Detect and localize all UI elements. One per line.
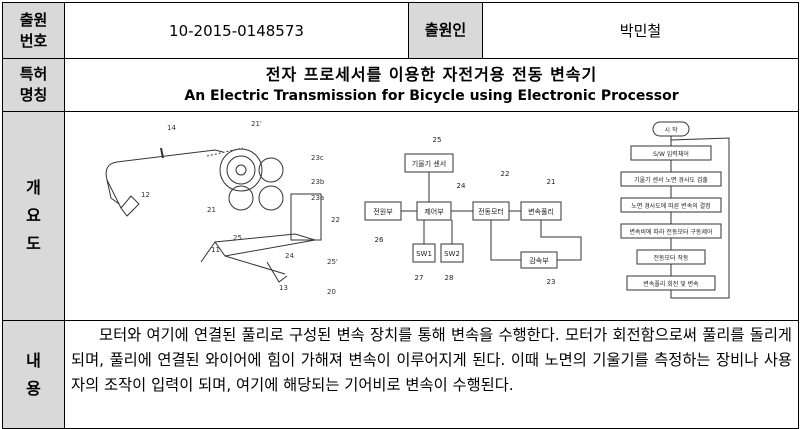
block-label: 전동모터 (478, 207, 504, 216)
fig1-label: 12 (141, 191, 150, 199)
block-number: 26 (375, 236, 384, 244)
fig1-label: 24 (285, 252, 294, 260)
block-number: 22 (501, 170, 510, 178)
mechanical-drawing-labels: 14 21' 12 23c 23b 23a 21 22 25 11 24 25'… (141, 120, 340, 296)
flow-step: S/W 입력체어 (653, 150, 689, 158)
flow-step: 변속비에 따라 전동모터 구동제어 (629, 228, 712, 236)
app-number-label: 출원 번호 (3, 3, 65, 59)
block-label: SW2 (444, 250, 460, 258)
fig1-label: 13 (279, 284, 288, 292)
overview-drawings: 14 21' 12 23c 23b 23a 21 22 25 11 24 25'… (65, 112, 799, 316)
flow-step: 전동모터 작동 (653, 254, 689, 262)
fig1-label: 11 (211, 246, 220, 254)
patent-title-cell: 전자 프로세서를 이용한 자전거용 전동 변속기 An Electric Tra… (65, 59, 799, 112)
block-label: 전원부 (373, 207, 393, 216)
flowchart (621, 122, 729, 298)
overview-label: 개 요 도 (3, 112, 65, 321)
fig1-label: 25' (327, 258, 338, 266)
fig1-label: 23a (311, 194, 324, 202)
block-number: 25 (433, 136, 442, 144)
content-label: 내 용 (3, 321, 65, 429)
fig1-label: 14 (167, 124, 176, 132)
fig1-label: 23b (311, 178, 325, 186)
block-label: 기울기 센서 (412, 159, 446, 168)
patent-name-label: 특허 명칭 (3, 59, 65, 112)
block-number: 27 (415, 274, 424, 282)
block-label: 제어부 (424, 207, 444, 216)
flow-step: 변속풀리 회전 및 변속 (643, 280, 699, 288)
block-number: 21 (547, 178, 556, 186)
fig1-label: 23c (311, 154, 324, 162)
fig1-label: 20 (327, 288, 336, 296)
fig1-label: 21 (207, 206, 216, 214)
patent-title-english: An Electric Transmission for Bicycle usi… (65, 86, 798, 106)
content-body: 모터와 여기에 연결된 풀리로 구성된 변속 장치를 통해 변속을 수행한다. … (71, 326, 792, 394)
fig1-label: 22 (331, 216, 340, 224)
flow-step: 기울기 센서 노면 경사도 검출 (634, 176, 708, 184)
block-label: 변속풀리 (528, 207, 554, 216)
patent-title-korean: 전자 프로세서를 이용한 자전거용 전동 변속기 (65, 64, 798, 86)
block-number: 28 (445, 274, 454, 282)
flow-step: 노면 경사도에 따른 변속의 결정 (631, 202, 710, 210)
content-text: 모터와 여기에 연결된 풀리로 구성된 변속 장치를 통해 변속을 수행한다. … (65, 321, 799, 429)
block-label: SW1 (416, 250, 432, 258)
fig1-label: 25 (233, 234, 242, 242)
fig1-label: 21' (251, 120, 262, 128)
mechanical-drawing (106, 148, 321, 282)
block-number: 23 (547, 278, 556, 286)
flow-step: 시 작 (665, 127, 678, 134)
block-label: 감속부 (529, 257, 549, 265)
applicant-label: 출원인 (409, 3, 483, 59)
block-number: 24 (457, 182, 466, 190)
app-number-value: 10-2015-0148573 (65, 3, 409, 59)
applicant-value: 박민철 (483, 3, 799, 59)
overview-figures: 14 21' 12 23c 23b 23a 21 22 25 11 24 25'… (65, 112, 799, 321)
